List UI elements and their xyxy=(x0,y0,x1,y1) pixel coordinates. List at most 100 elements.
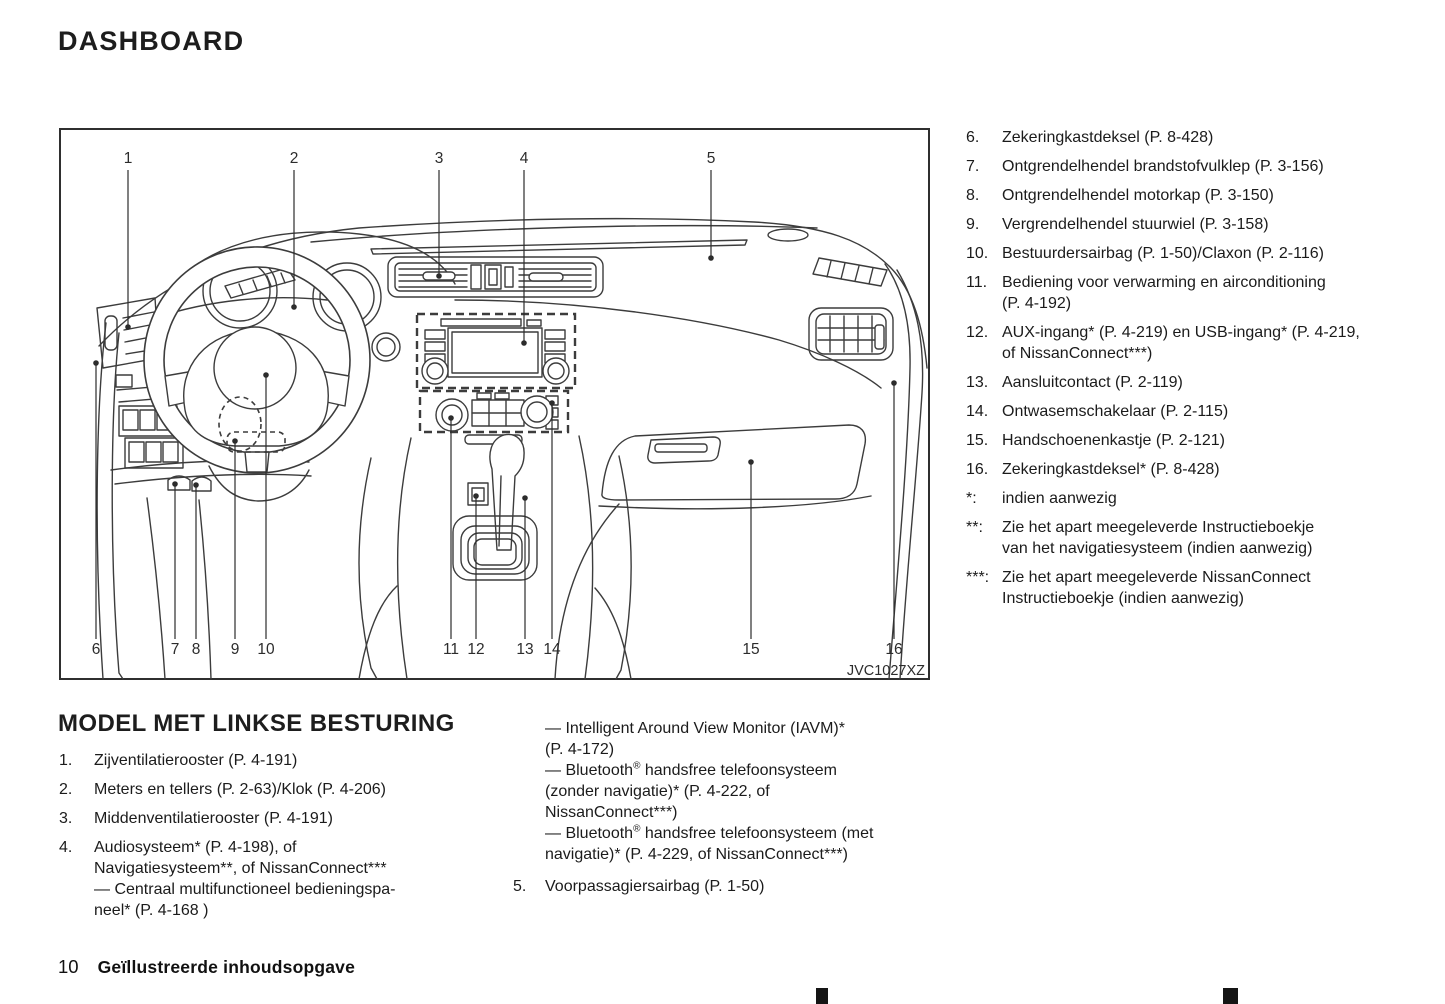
callout-number: 16 xyxy=(885,641,902,658)
item-number: ***: xyxy=(966,569,990,586)
callout-dot xyxy=(748,459,754,465)
item-text: Zekeringkastdeksel* (P. 8-428) xyxy=(1002,461,1220,478)
item-text: Voorpassagiersairbag (P. 1-50) xyxy=(545,878,765,895)
print-mark-left xyxy=(816,988,828,1004)
item-number: 2. xyxy=(59,781,73,798)
item-text: Zekeringkastdeksel (P. 8-428) xyxy=(1002,129,1214,146)
callout-dot xyxy=(232,438,238,444)
list-item: ***: Zie het apart meegeleverde NissanCon… xyxy=(966,567,1406,609)
callout-dot xyxy=(521,340,527,346)
audio-unit xyxy=(415,312,577,390)
callout-number: 15 xyxy=(742,641,759,658)
item-number: 1. xyxy=(59,752,73,769)
item-text: Handschoenenkastje (P. 2-121) xyxy=(1002,432,1225,449)
item-text: Zie het apart meegeleverde Instructieboe… xyxy=(1002,519,1315,557)
callout-number: 10 xyxy=(257,641,275,658)
callout-number: 13 xyxy=(516,641,533,658)
glovebox xyxy=(554,424,872,680)
item-number: 11. xyxy=(966,274,988,291)
item-text: Ontgrendelhendel motorkap (P. 3-150) xyxy=(1002,187,1274,204)
item-number: 5. xyxy=(513,878,527,895)
list-item: 9. Vergrendelhendel stuurwiel (P. 3-158) xyxy=(966,214,1406,235)
callout-dot xyxy=(708,255,714,261)
callout-dot xyxy=(891,380,897,386)
callout-dot xyxy=(436,273,442,279)
list-item: *: indien aanwezig xyxy=(966,488,1406,509)
callout-number: 12 xyxy=(467,641,484,658)
item-text: Middenventilatierooster (P. 4-191) xyxy=(94,810,333,827)
item-number: 3. xyxy=(59,810,73,827)
item-number: 16. xyxy=(966,461,989,478)
callout-number: 3 xyxy=(435,150,444,167)
item-number: 9. xyxy=(966,216,980,233)
callout-dot xyxy=(549,400,555,406)
item-number: **: xyxy=(966,519,983,536)
list-item: — Intelligent Around View Monitor (IAVM)… xyxy=(513,718,953,865)
list-item: 12.AUX-ingang* (P. 4-219) en USB-ingang*… xyxy=(966,322,1406,364)
item-text: Meters en tellers (P. 2-63)/Klok (P. 4-2… xyxy=(94,781,386,798)
callout-number: 5 xyxy=(707,150,716,167)
item-number: 6. xyxy=(966,129,980,146)
item-number: 13. xyxy=(966,374,989,391)
legend-bottom-middle: — Intelligent Around View Monitor (IAVM)… xyxy=(513,718,953,908)
item-text: Aansluitcontact (P. 2-119) xyxy=(1002,374,1183,391)
item-text: Vergrendelhendel stuurwiel (P. 3-158) xyxy=(1002,216,1269,233)
list-item: 11. Bediening voor verwarming en aircondi… xyxy=(966,272,1406,314)
list-item: 16. Zekeringkastdeksel* (P. 8-428) xyxy=(966,459,1406,480)
callout-dot xyxy=(448,415,454,421)
item-number: *: xyxy=(966,490,977,507)
item-number: 10. xyxy=(966,245,989,262)
callout-dot xyxy=(193,482,199,488)
item-text: Zie het apart meegeleverde NissanConnect… xyxy=(1002,569,1311,607)
page-number: 10 xyxy=(58,956,79,977)
callout-dot xyxy=(291,304,297,310)
start-button xyxy=(371,332,401,362)
center-console xyxy=(358,433,632,680)
list-item: 10.Bestuurdersairbag (P. 1-50)/Claxon (P… xyxy=(966,243,1406,264)
item-number: 15. xyxy=(966,432,989,449)
list-item: 13. Aansluitcontact (P. 2-119) xyxy=(966,372,1406,393)
callout-dot xyxy=(125,324,131,330)
list-item: 14. Ontwasemschakelaar (P. 2-115) xyxy=(966,401,1406,422)
list-item: 7. Ontgrendelhendel brandstofvulklep (P. … xyxy=(966,156,1406,177)
item-text: — Intelligent Around View Monitor (IAVM)… xyxy=(545,720,874,863)
list-item: 15. Handschoenenkastje (P. 2-121) xyxy=(966,430,1406,451)
item-number: 4. xyxy=(59,839,73,856)
item-text: Ontgrendelhendel brandstofvulklep (P. 3-… xyxy=(1002,158,1324,175)
callout-dot xyxy=(522,495,528,501)
list-item: 5. Voorpassagiersairbag (P. 1-50) xyxy=(513,876,953,897)
callout-number: 7 xyxy=(171,641,180,658)
callout-number: 1 xyxy=(124,150,133,167)
list-item: 8. Ontgrendelhendel motorkap (P. 3-150) xyxy=(966,185,1406,206)
item-text: Ontwasemschakelaar (P. 2-115) xyxy=(1002,403,1229,420)
callout-number: 4 xyxy=(520,150,529,167)
callout-number: 11 xyxy=(443,641,459,658)
callout-number: 6 xyxy=(92,641,101,658)
legend-bottom-left: 1.Zijventilatierooster (P. 4-191)2.Meter… xyxy=(59,750,469,929)
item-number: 14. xyxy=(966,403,989,420)
callout-number: 14 xyxy=(543,641,561,658)
item-text: AUX-ingang* (P. 4-219) en USB-ingang* (P… xyxy=(1002,324,1360,362)
item-text: indien aanwezig xyxy=(1002,490,1117,507)
item-number: 7. xyxy=(966,158,980,175)
figure-code: JVC1027XZ xyxy=(847,663,925,679)
footer-section-title: Geïllustreerde inhoudsopgave xyxy=(97,957,356,977)
callout-dot xyxy=(93,360,99,366)
list-item: 2. Meters en tellers (P. 2-63)/Klok (P. 4… xyxy=(59,779,469,800)
list-item: 3. Middenventilatierooster (P. 4-191) xyxy=(59,808,469,829)
callout-dot xyxy=(172,481,178,487)
callout-dot xyxy=(263,372,269,378)
list-item: 6. Zekeringkastdeksel (P. 8-428) xyxy=(966,127,1406,148)
item-number: 8. xyxy=(966,187,980,204)
callout-dot xyxy=(473,493,479,499)
page-title: DASHBOARD xyxy=(58,26,245,56)
item-text: Bediening voor verwarming en airconditio… xyxy=(1002,274,1326,312)
callout-number: 8 xyxy=(192,641,201,658)
center-vent xyxy=(387,256,604,298)
callout-number: 9 xyxy=(231,641,240,658)
steering-column xyxy=(208,396,310,502)
